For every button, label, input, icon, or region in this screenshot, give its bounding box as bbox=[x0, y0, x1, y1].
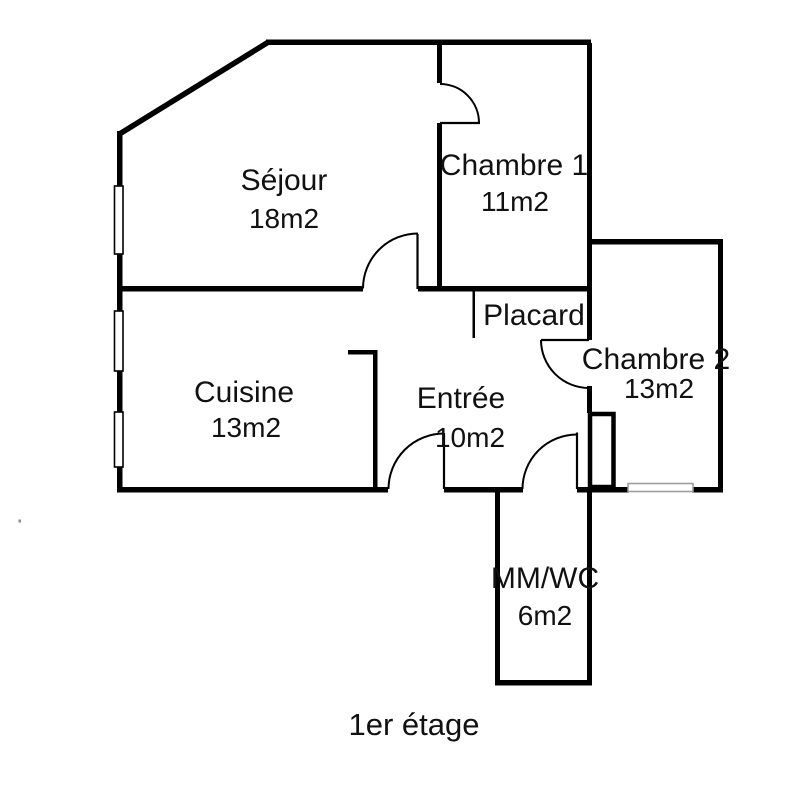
mmwc-right-wall bbox=[587, 490, 592, 685]
mmwc-name-label: MM/WC bbox=[491, 562, 599, 595]
chambre2-door-arc bbox=[540, 339, 590, 389]
chambre1-area-label: 11m2 bbox=[481, 186, 549, 217]
mid-wall-east bbox=[418, 286, 592, 292]
spine-wall-upper bbox=[587, 43, 592, 340]
diagonal-wall bbox=[118, 39, 270, 137]
sejour-name-label: Séjour bbox=[241, 164, 328, 197]
chambre1-left-wall-lower bbox=[437, 123, 442, 291]
walls bbox=[117, 39, 723, 686]
jamb-recess bbox=[587, 411, 616, 490]
mmwc-left-wall bbox=[495, 490, 500, 685]
cuisine-divider-return bbox=[348, 350, 377, 355]
sejour-window bbox=[113, 185, 124, 255]
cuisine-name-label: Cuisine bbox=[194, 376, 294, 409]
top-wall bbox=[266, 39, 591, 45]
bottom-wall-far-east bbox=[692, 487, 723, 493]
chambre2-name-label: Chambre 2 bbox=[582, 343, 730, 376]
floor-caption: 1er étage bbox=[349, 707, 480, 742]
sejour-area-label: 18m2 bbox=[249, 203, 319, 234]
mmwc-door-arc bbox=[521, 433, 578, 490]
placard-name-label: Placard bbox=[483, 299, 585, 332]
doors bbox=[362, 83, 590, 490]
cuisine-window-lower bbox=[113, 411, 124, 468]
chambre1-name-label: Chambre 1 bbox=[440, 149, 588, 182]
bottom-wall-east bbox=[577, 487, 629, 493]
chambre2-right-wall bbox=[718, 239, 723, 492]
room-labels: Séjour 18m2 Chambre 1 11m2 Placard Chamb… bbox=[194, 149, 730, 742]
cuisine-area-label: 13m2 bbox=[211, 412, 281, 443]
entrance-door-arc bbox=[387, 432, 445, 490]
entree-area-label: 10m2 bbox=[435, 422, 505, 453]
mmwc-area-label: 6m2 bbox=[518, 600, 572, 631]
entree-name-label: Entrée bbox=[417, 382, 505, 415]
spine-wall-lower bbox=[587, 386, 592, 413]
windows bbox=[113, 185, 694, 493]
bottom-wall-center bbox=[444, 487, 523, 493]
bottom-wall-west bbox=[117, 487, 388, 493]
chambre2-area-label: 13m2 bbox=[624, 373, 694, 404]
chambre1-left-wall-upper bbox=[437, 43, 442, 83]
sejour-door-arc bbox=[362, 232, 419, 289]
mmwc-bottom-wall bbox=[495, 680, 592, 686]
chambre2-top-wall bbox=[587, 239, 723, 245]
placard-divider bbox=[472, 291, 475, 338]
cuisine-divider-wall bbox=[373, 350, 378, 491]
chambre1-door-arc bbox=[439, 83, 480, 124]
chambre2-window bbox=[627, 482, 694, 493]
mid-wall-west bbox=[117, 286, 363, 292]
stray-mark bbox=[18, 519, 21, 523]
cuisine-window-upper bbox=[113, 310, 124, 372]
